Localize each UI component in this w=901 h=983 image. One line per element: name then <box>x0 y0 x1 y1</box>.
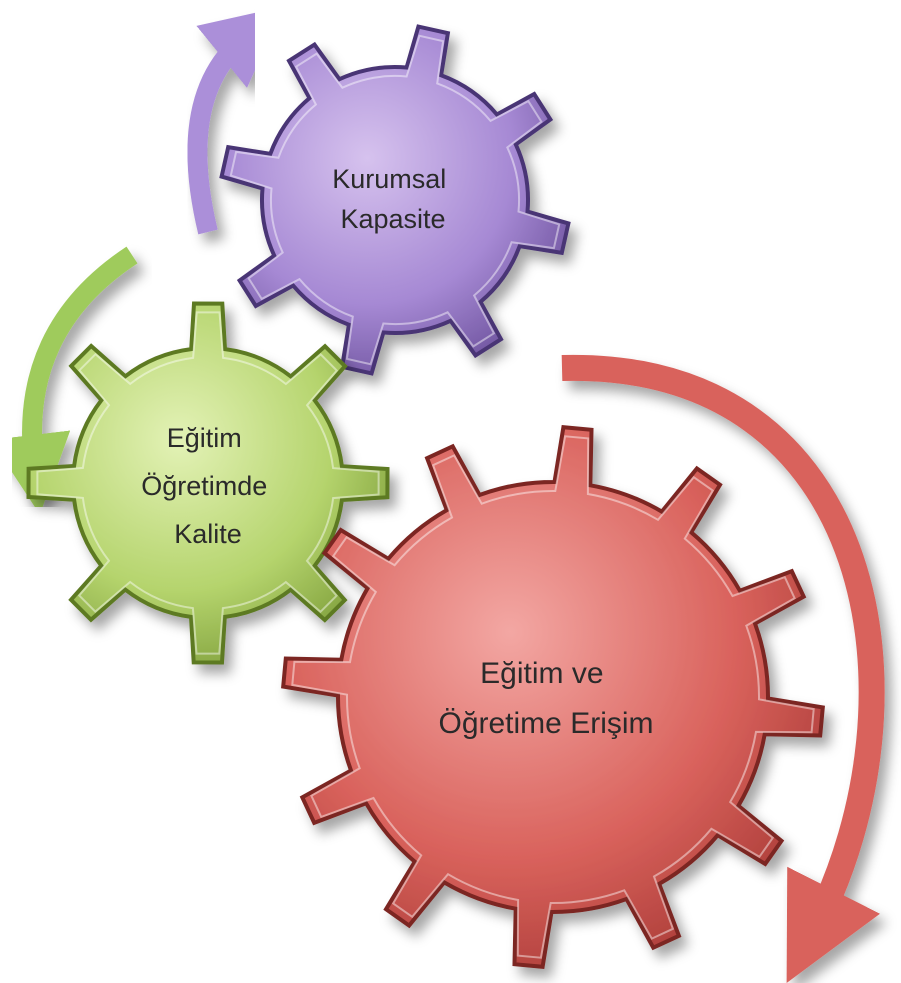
purple-gear-label-line-2: Kapasite <box>340 204 445 234</box>
green-cycle-arrow <box>0 246 138 515</box>
green-gear-label-line-2: Öğretimde <box>141 471 267 501</box>
red-gear-label-line-1: Eğitim ve <box>480 657 603 690</box>
red-gear-body <box>281 425 825 969</box>
svg-text:Eğitim ve Öğretime Erişi: Eğitim ve Öğretime Erişim <box>438 657 653 740</box>
red-gear: Eğitim ve Öğretime Erişim <box>281 425 825 969</box>
purple-gear: Kurumsal Kapasite <box>219 24 571 376</box>
red-gear-label-line-2: Öğretime Erişim <box>438 707 653 740</box>
svg-text:Kurumsal Kapasite: Kurumsal Kapasite <box>332 164 454 234</box>
green-gear-label-line-1: Eğitim <box>167 423 242 453</box>
green-gear: Eğitim Öğretimde Kalite <box>26 301 390 665</box>
purple-gear-highlight <box>229 34 561 366</box>
svg-text:Eğitim Öğretimde K: Eğitim Öğretimde Kalite <box>141 423 275 549</box>
purple-gear-body <box>219 24 571 376</box>
red-cycle-arrow <box>561 354 885 983</box>
purple-cycle-arrow <box>187 6 284 235</box>
purple-gear-label-line-1: Kurumsal <box>332 164 446 194</box>
green-gear-highlight <box>36 311 380 655</box>
green-gear-label-line-3: Kalite <box>174 519 242 549</box>
green-gear-body <box>26 301 390 665</box>
red-gear-highlight <box>291 435 815 959</box>
